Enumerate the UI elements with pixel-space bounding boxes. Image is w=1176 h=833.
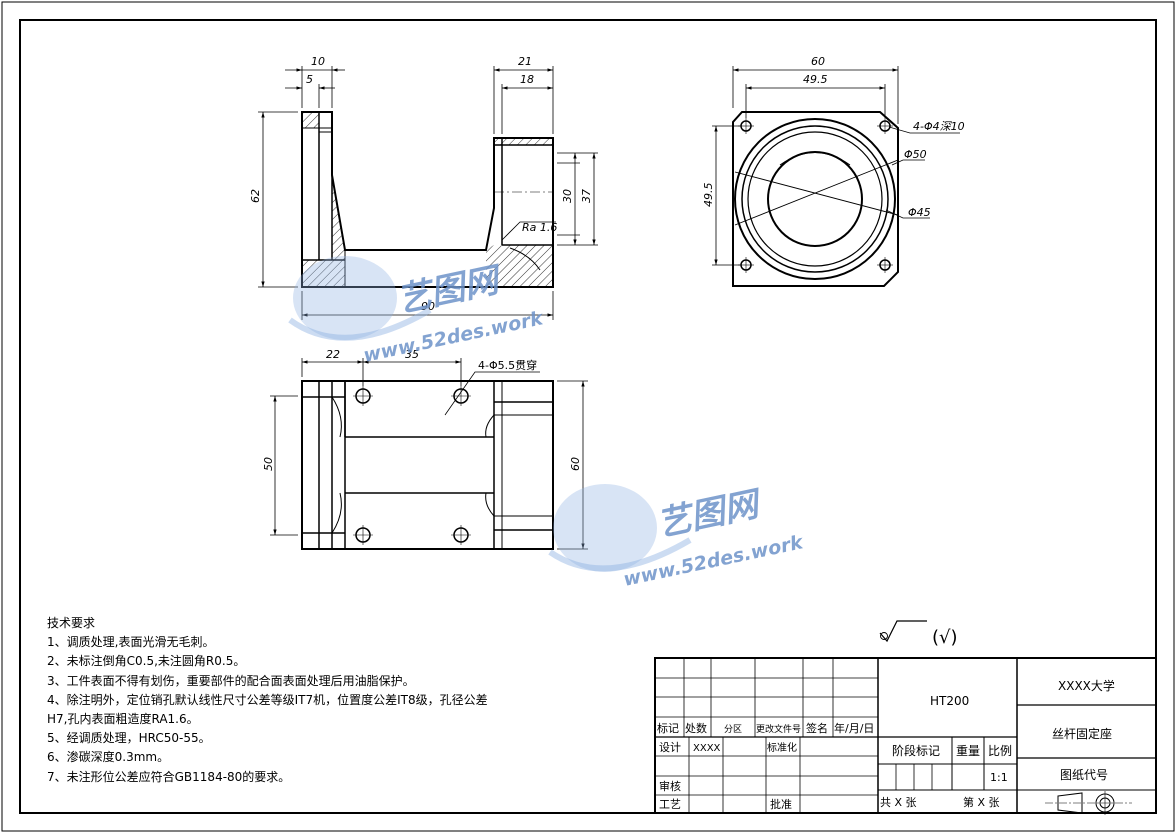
dim-60: 60 bbox=[811, 55, 825, 68]
dim-49-5-vertical: 49.5 bbox=[702, 183, 715, 208]
tech-item: 6、渗碳深度0.3mm。 bbox=[47, 750, 170, 765]
inner-border bbox=[19, 19, 1157, 814]
tech-item: 1、调质处理,表面光滑无毛刺。 bbox=[47, 635, 215, 650]
surface-finish-symbol bbox=[879, 620, 927, 643]
sheets-total: 共 X 张 bbox=[880, 796, 917, 809]
surface-finish-note: (√) bbox=[932, 627, 958, 648]
col-date: 年/月/日 bbox=[834, 721, 874, 735]
watermark-2: 艺图网 www.52des.work bbox=[548, 483, 806, 591]
dim-phi-50: Φ50 bbox=[904, 148, 927, 161]
dim-62: 62 bbox=[249, 189, 262, 203]
tech-item: 7、未注形位公差应符合GB1184-80的要求。 bbox=[47, 769, 291, 784]
holes-note-4x4: 4-Φ4深10 bbox=[913, 120, 965, 133]
roughness-label: Ra 1.6 bbox=[522, 221, 557, 234]
dim-35: 35 bbox=[405, 348, 419, 361]
technical-requirements: 技术要求 1、调质处理,表面光滑无毛刺。 2、未标注倒角C0.5,未注圆角R0.… bbox=[47, 614, 607, 787]
tech-item: 2、未标注倒角C0.5,未注圆角R0.5。 bbox=[47, 654, 246, 669]
sheet-number: 第 X 张 bbox=[963, 795, 1000, 809]
scale-label: 比例 bbox=[988, 744, 1012, 758]
dim-10: 10 bbox=[311, 55, 325, 68]
part-name: 丝杆固定座 bbox=[1052, 726, 1112, 741]
university-name: XXXX大学 bbox=[1058, 678, 1115, 693]
scale-value: 1:1 bbox=[990, 771, 1008, 784]
dim-49-5: 49.5 bbox=[803, 73, 828, 86]
dim-phi-45: Φ45 bbox=[908, 206, 931, 219]
side-view bbox=[301, 111, 554, 288]
top-view bbox=[301, 380, 554, 550]
tech-item: H7,孔内表面粗造度RA1.6。 bbox=[47, 712, 199, 727]
watermark-brand: 艺图网 bbox=[654, 483, 767, 544]
dim-60-vertical: 60 bbox=[569, 457, 582, 471]
tech-item: 3、工件表面不得有划伤，重要部件的配合面表面处理后用油脂保护。 bbox=[47, 673, 415, 688]
col-sign: 签名 bbox=[806, 721, 828, 735]
approve-label: 批准 bbox=[770, 797, 792, 811]
front-view bbox=[732, 111, 899, 287]
dim-50: 50 bbox=[262, 457, 275, 471]
stage-label: 阶段标记 bbox=[892, 743, 940, 758]
title-block bbox=[654, 657, 1157, 815]
tech-item: 4、除注明外，定位销孔默认线性尺寸公差等级IT7机，位置度公差IT8级，孔径公差 bbox=[47, 692, 488, 707]
standardize-label: 标准化 bbox=[767, 741, 797, 754]
col-zone: 分区 bbox=[724, 724, 742, 735]
col-marker: 标记 bbox=[657, 721, 679, 735]
side-view-dims bbox=[258, 66, 598, 320]
watermark-brand: 艺图网 bbox=[394, 259, 507, 320]
dim-90: 90 bbox=[421, 300, 435, 313]
front-view-dims bbox=[712, 66, 960, 266]
dim-37: 37 bbox=[580, 189, 593, 203]
material: HT200 bbox=[930, 694, 969, 708]
col-change-doc: 更改文件号 bbox=[756, 723, 801, 735]
top-view-dims bbox=[270, 358, 588, 550]
holes-note-4x5-5: 4-Φ5.5贯穿 bbox=[478, 358, 537, 372]
dim-30: 30 bbox=[561, 189, 574, 203]
tech-title: 技术要求 bbox=[47, 616, 96, 630]
process-label: 工艺 bbox=[659, 798, 681, 811]
dim-22: 22 bbox=[326, 348, 340, 361]
dim-18: 18 bbox=[520, 73, 534, 86]
weight-label: 重量 bbox=[956, 744, 980, 758]
title-block-text: HT200 XXXX大学 丝杆固定座 图纸代号 阶段标记 重量 比例 1:1 共… bbox=[657, 678, 1115, 811]
col-count: 处数 bbox=[685, 722, 707, 735]
designer-name: XXXX bbox=[693, 743, 721, 754]
tech-item: 5、经调质处理，HRC50-55。 bbox=[47, 731, 211, 746]
design-label: 设计 bbox=[659, 741, 681, 754]
dim-5: 5 bbox=[306, 73, 313, 86]
dim-21: 21 bbox=[518, 55, 532, 68]
review-label: 审核 bbox=[659, 779, 681, 793]
drawing-code-label: 图纸代号 bbox=[1060, 768, 1108, 782]
